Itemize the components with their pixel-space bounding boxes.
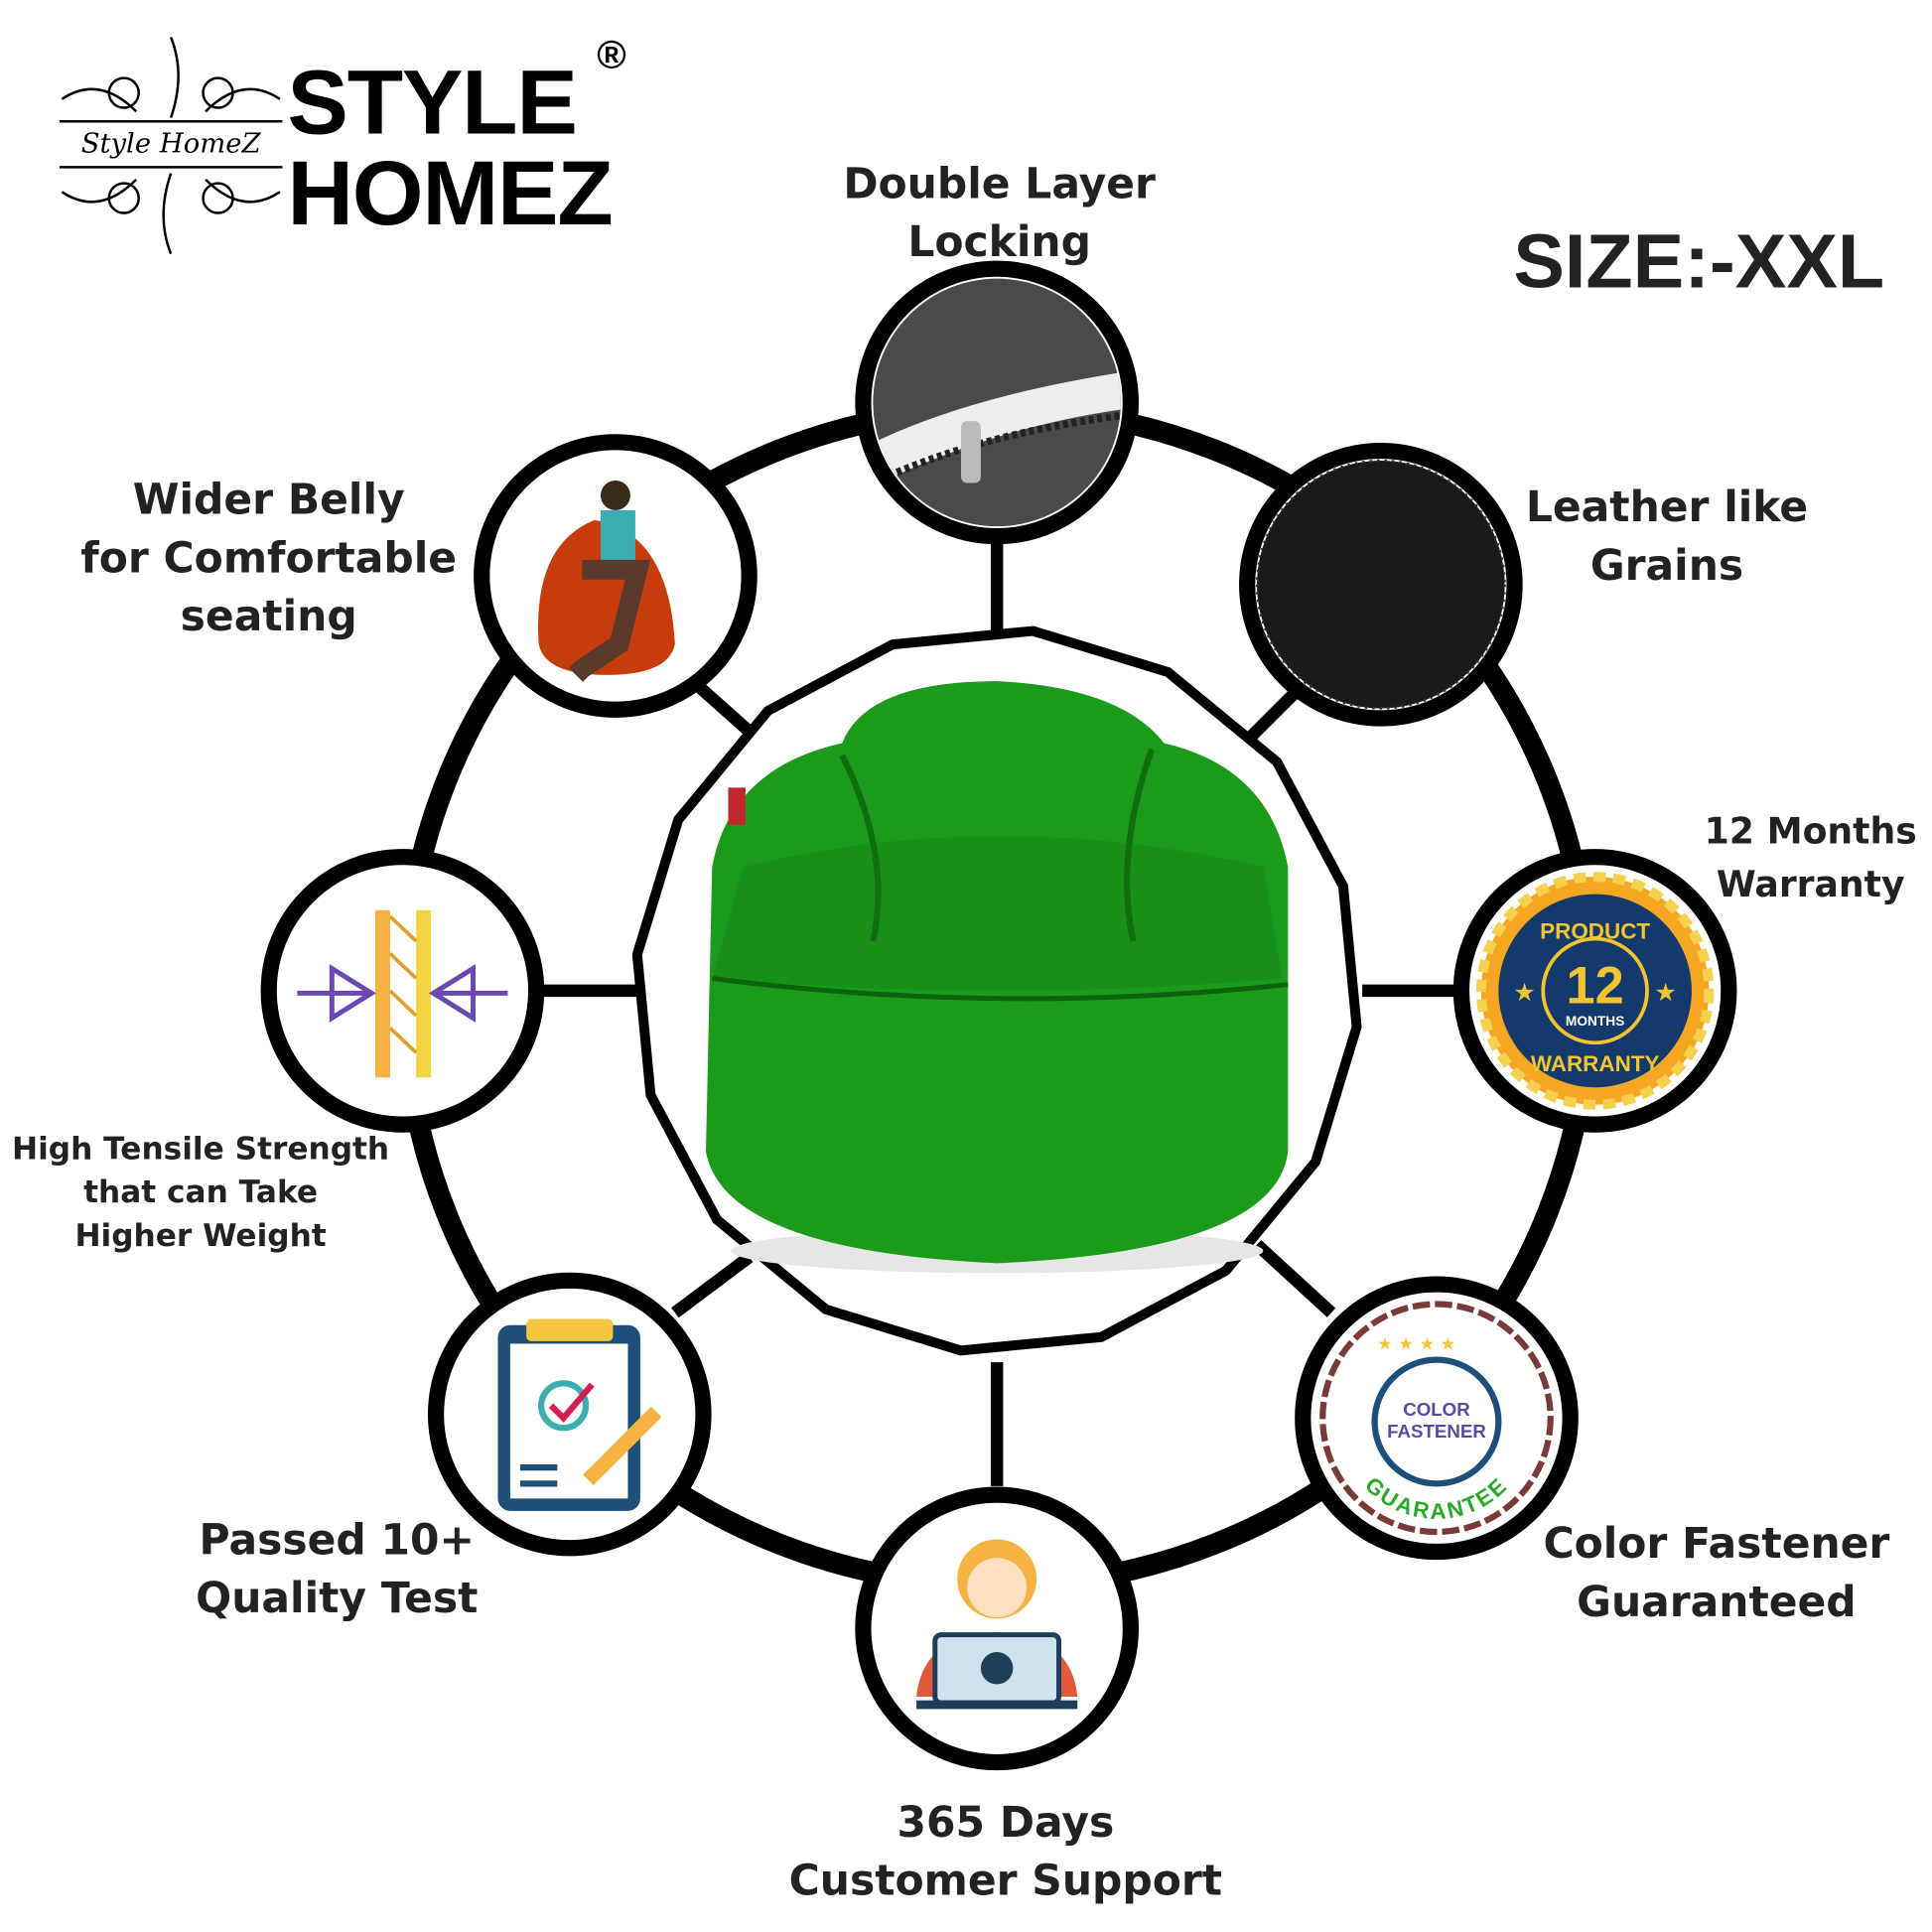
fastener-text: FASTENER <box>1387 1421 1486 1442</box>
badge-number: 12 <box>1567 957 1624 1015</box>
warranty-badge: PRODUCT 12 MONTHS WARRANTY ★ ★ <box>1475 872 1715 1110</box>
color-fastener-badge: COLOR FASTENER GUARANTEE ★ ★ ★ ★ <box>1319 1301 1554 1536</box>
svg-text:★ ★ ★ ★: ★ ★ ★ ★ <box>1377 1335 1455 1355</box>
person-on-beanbag-icon <box>538 480 675 682</box>
svg-text:★: ★ <box>1655 978 1677 1007</box>
spokes <box>538 532 1461 1486</box>
color-text: COLOR <box>1403 1399 1470 1420</box>
registered-mark: ® <box>597 32 626 77</box>
badge-product-text: PRODUCT <box>1540 919 1650 944</box>
tensile-strength-icon <box>297 909 508 1078</box>
brand-emblem-logo: Style HomeZ <box>59 36 283 255</box>
brand-name-line2: HOMEZ <box>287 141 613 244</box>
leather-texture-icon <box>1255 459 1506 710</box>
customer-support-icon <box>916 1539 1078 1710</box>
badge-months: MONTHS <box>1566 1014 1624 1029</box>
green-bean-bag-image <box>706 681 1289 1274</box>
size-label: SIZE:-XXL <box>1513 218 1885 305</box>
brand-name-line1: STYLE <box>287 51 577 154</box>
svg-text:★: ★ <box>1513 978 1535 1007</box>
zipper-icon <box>873 278 1121 527</box>
badge-warranty-text: WARRANTY <box>1531 1051 1660 1076</box>
feature-label-bottom-left: Passed 10+Quality Test <box>196 1515 479 1624</box>
quality-checklist-icon <box>497 1318 662 1511</box>
emblem-text: Style HomeZ <box>81 128 262 159</box>
